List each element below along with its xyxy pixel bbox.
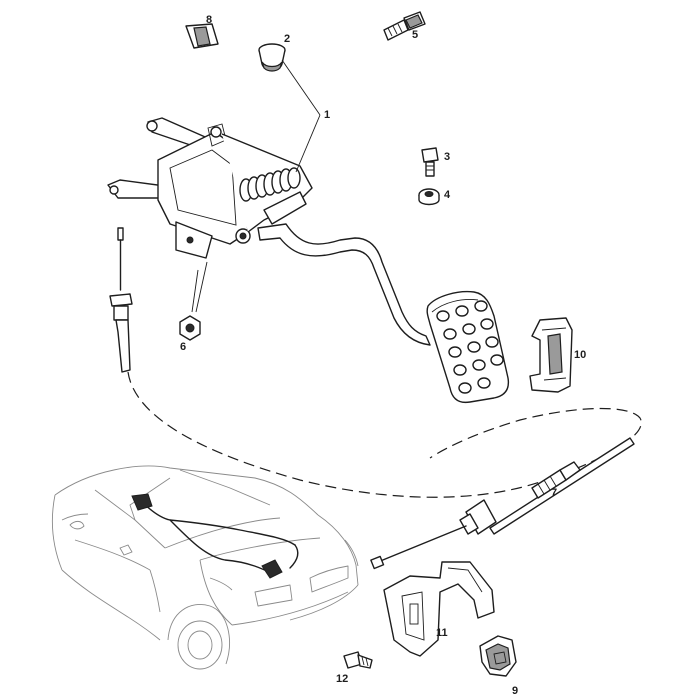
callout-1: 1 [324,109,330,121]
callout-8: 8 [206,14,212,26]
callout-7: 7 [551,487,557,499]
part-5-bolt [383,11,426,41]
part-11-bracket [383,561,495,657]
callout-10: 10 [574,349,586,361]
callout-labels: 1 2 3 4 5 6 7 8 9 10 11 12 [180,14,586,697]
part-12-bolt [343,651,373,669]
callout-3: 3 [444,151,450,163]
part-3-bolt [421,147,439,177]
return-spring [239,167,301,202]
part-10-clip [529,317,573,393]
pedal-pad [426,290,510,404]
part-9-clip [479,635,517,677]
callout-11: 11 [436,627,448,639]
callout-12: 12 [336,673,348,685]
pedal-pad-studs [436,300,504,394]
part-6-nut [179,315,201,341]
part-7-cable-adjuster [370,437,635,570]
callout-5: 5 [412,29,418,41]
car-silhouette [51,465,359,670]
cable-route-on-car [131,493,299,579]
callout-2: 2 [284,33,290,45]
callout-4: 4 [444,189,451,201]
leader-lines [191,59,321,313]
part-8-bush [185,23,219,49]
callout-9: 9 [512,685,518,697]
cable-upper-end [109,227,133,373]
part-2-bump-stop [258,43,286,72]
part-4-nut [418,188,440,206]
pedal-box-assembly [107,117,431,346]
callout-6: 6 [180,341,186,353]
